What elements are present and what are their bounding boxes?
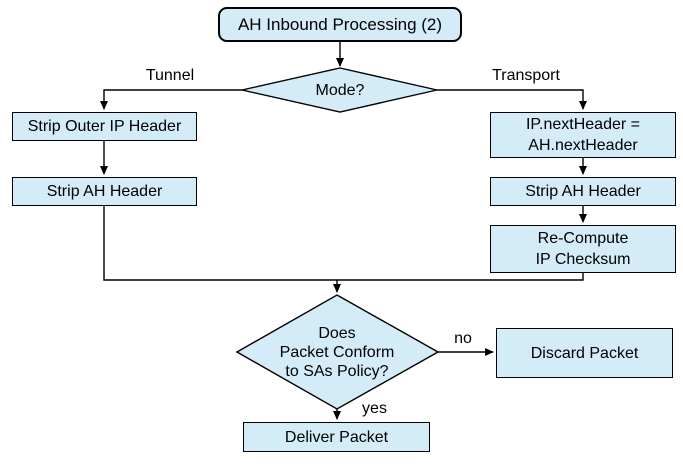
node-deliver-packet: Deliver Packet	[243, 422, 430, 452]
node-strip-outer-ip-header: Strip Outer IP Header	[12, 112, 197, 141]
node-ah-inbound-title: AH Inbound Processing (2)	[218, 7, 462, 42]
decision-policy-shape	[235, 294, 440, 410]
decision-mode-shape	[241, 67, 438, 113]
edge-label-transport: Transport	[492, 67, 560, 84]
node-discard-packet: Discard Packet	[496, 328, 673, 378]
node-strip-ah-header-left: Strip AH Header	[12, 177, 197, 206]
edge-label-yes: yes	[362, 400, 387, 417]
connector-merge-lines	[103, 206, 584, 281]
connector-tunnel-branch	[100, 89, 242, 110]
connector-transport-branch	[437, 89, 587, 110]
node-ip-nextheader: IP.nextHeader = AH.nextHeader	[490, 112, 676, 158]
node-recompute-ip-checksum: Re-Compute IP Checksum	[490, 225, 676, 273]
edge-label-no: no	[454, 330, 472, 347]
node-strip-ah-header-right: Strip AH Header	[490, 177, 676, 206]
edge-label-tunnel: Tunnel	[145, 67, 195, 84]
